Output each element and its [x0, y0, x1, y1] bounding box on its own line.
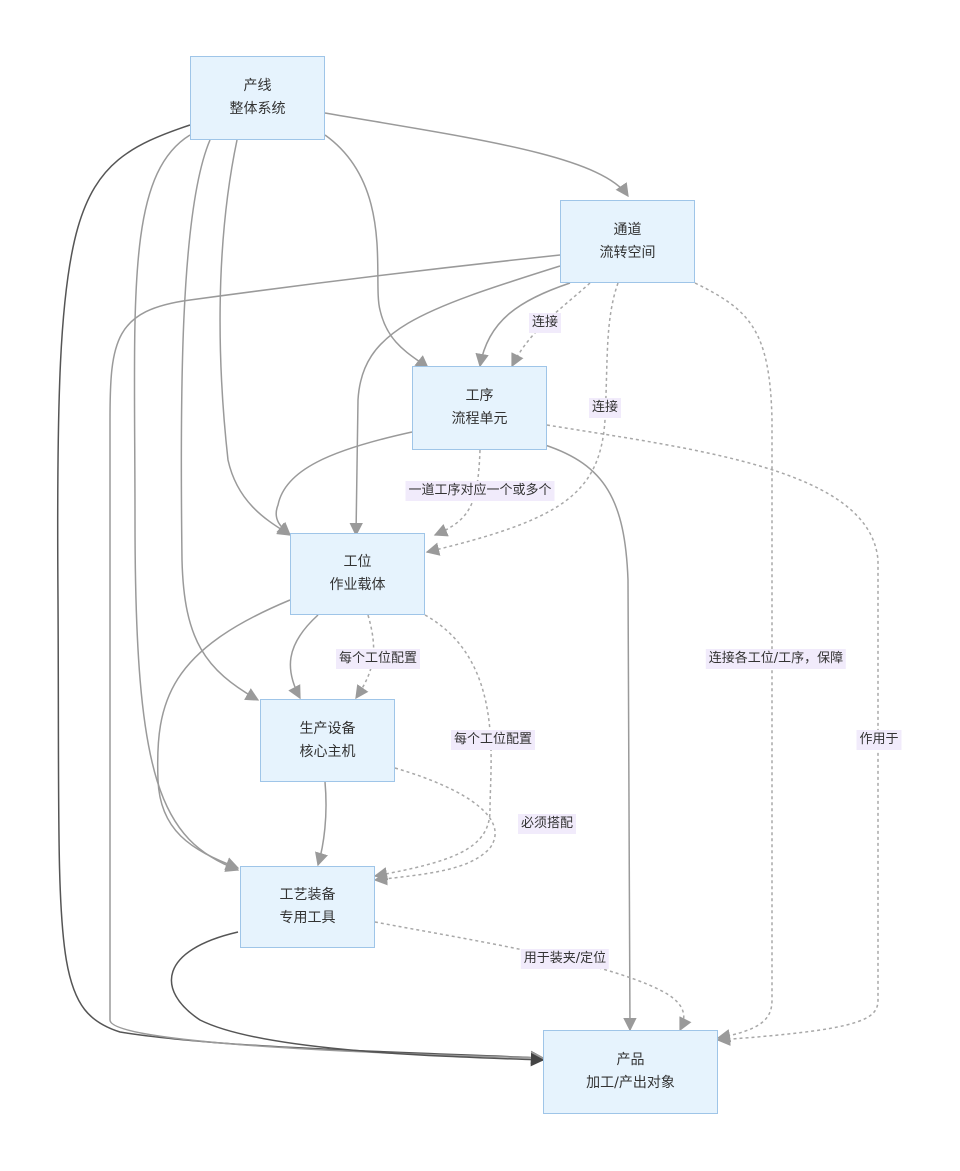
- edge-channel-process-dotted: [511, 282, 591, 368]
- edge-channel-product: [694, 282, 773, 1043]
- edge-channel-station: [349, 265, 561, 537]
- node-subtitle: 作业载体: [329, 577, 386, 593]
- edge-line-tooling: [133, 134, 240, 872]
- edge-channel-process: [475, 282, 571, 368]
- node-title: 生产设备: [299, 720, 356, 737]
- node-equipment[interactable]: 生产设备 核心主机: [260, 699, 395, 782]
- node-subtitle: 加工/产出对象: [586, 1075, 675, 1091]
- node-subtitle: 整体系统: [229, 101, 286, 117]
- node-title: 工位: [343, 554, 372, 570]
- edge-station-tooling-dotted: [373, 614, 492, 881]
- edge-label-station-equipment: 每个工位配置: [335, 649, 421, 669]
- edge-label-station-tooling: 每个工位配置: [450, 730, 536, 750]
- edge-label-tooling-product: 用于装夹/定位: [520, 949, 610, 969]
- node-product[interactable]: 产品 加工/产出对象: [543, 1030, 718, 1114]
- edge-tooling-product: [170, 931, 545, 1067]
- edge-channel-station-dotted: [425, 282, 619, 556]
- edge-label-channel-process: 连接: [528, 313, 562, 333]
- edge-label-channel-station: 连接: [588, 398, 622, 418]
- edge-label-channel-product: 连接各工位/工序，保障: [705, 649, 847, 669]
- node-title: 工序: [465, 388, 494, 404]
- edge-process-product: [544, 444, 637, 1032]
- edge-line-process: [324, 134, 430, 369]
- node-subtitle: 流程单元: [451, 411, 508, 427]
- edge-process-product-dotted: [546, 424, 879, 1046]
- node-tooling[interactable]: 工艺装备 专用工具: [240, 866, 375, 948]
- node-subtitle: 流转空间: [599, 244, 656, 261]
- node-title: 工艺装备: [279, 887, 336, 903]
- edge-equipment-tooling: [315, 781, 328, 867]
- edge-station-tooling: [156, 599, 291, 871]
- node-production-line[interactable]: 产线 整体系统: [190, 56, 325, 140]
- edge-channel-tooling: [109, 254, 561, 1065]
- edge-process-station-dotted: [433, 449, 481, 537]
- edge-process-station: [275, 431, 413, 536]
- node-subtitle: 专用工具: [279, 910, 336, 926]
- edge-tooling-product-dotted: [374, 921, 692, 1032]
- edge-label-process-product: 作用于: [856, 730, 902, 750]
- node-station[interactable]: 工位 作业载体: [290, 533, 425, 615]
- node-process[interactable]: 工序 流程单元: [412, 366, 547, 450]
- node-subtitle: 核心主机: [299, 743, 356, 760]
- edge-line-channel: [324, 112, 629, 198]
- edge-line-equipment: [180, 139, 260, 701]
- edge-station-equipment: [288, 614, 319, 700]
- edge-label-process-station: 一道工序对应一个或多个: [405, 481, 555, 501]
- edge-line-station: [219, 139, 292, 536]
- node-title: 产品: [616, 1052, 645, 1068]
- node-channel[interactable]: 通道 流转空间: [560, 200, 695, 283]
- edge-label-equipment-tooling: 必须搭配: [517, 814, 577, 834]
- edge-equipment-tooling-dotted: [373, 767, 496, 886]
- node-title: 产线: [243, 78, 272, 94]
- node-title: 通道: [613, 221, 642, 238]
